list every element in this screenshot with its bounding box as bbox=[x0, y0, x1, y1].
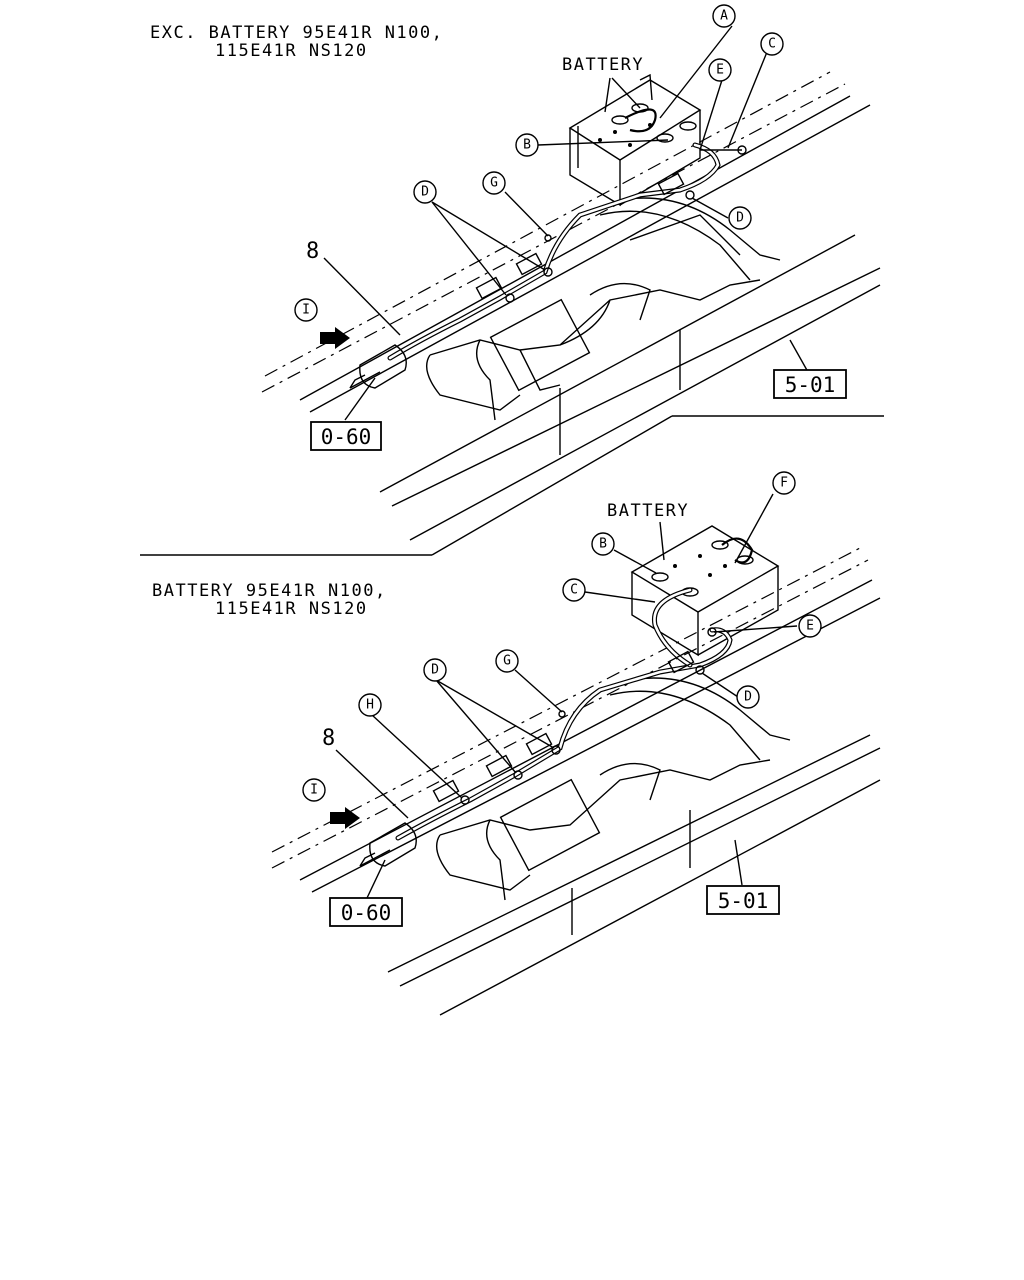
top-caption-line2: 115E41R NS120 bbox=[215, 41, 368, 61]
svg-text:D: D bbox=[744, 690, 752, 705]
bottom-callout-D-right: D bbox=[736, 685, 760, 709]
svg-text:H: H bbox=[366, 698, 374, 713]
svg-text:I: I bbox=[302, 303, 310, 318]
svg-text:B: B bbox=[599, 537, 607, 552]
top-callout-E: E bbox=[708, 58, 732, 82]
bottom-callout-D-left: D bbox=[423, 658, 447, 682]
bottom-starter bbox=[330, 807, 417, 867]
top-fuel-tank bbox=[426, 197, 781, 421]
svg-text:B: B bbox=[523, 138, 531, 153]
svg-text:I: I bbox=[310, 783, 318, 798]
svg-text:C: C bbox=[570, 583, 578, 598]
top-ref-frame-box[interactable]: 5-01 bbox=[773, 369, 847, 399]
top-battery: BATTERY bbox=[562, 55, 702, 207]
top-ref-starter-box[interactable]: 0-60 bbox=[310, 421, 382, 451]
svg-text:D: D bbox=[421, 185, 429, 200]
svg-text:F: F bbox=[780, 476, 788, 491]
bottom-battery-label: BATTERY bbox=[607, 501, 689, 521]
svg-text:E: E bbox=[806, 619, 814, 634]
svg-text:A: A bbox=[720, 9, 728, 24]
top-callout-C: C bbox=[760, 32, 784, 56]
top-starter bbox=[320, 327, 407, 389]
bottom-callout-E: E bbox=[798, 614, 822, 638]
bottom-leaders bbox=[335, 493, 798, 899]
bottom-ref-frame-box[interactable]: 5-01 bbox=[706, 885, 780, 915]
bottom-ref-starter-box[interactable]: 0-60 bbox=[329, 897, 403, 927]
bottom-callout-C: C bbox=[562, 578, 586, 602]
bottom-caption-line2: 115E41R NS120 bbox=[215, 599, 368, 619]
top-callout-B: B bbox=[515, 133, 539, 157]
top-callout-A: A bbox=[712, 4, 736, 28]
top-view: EXC. BATTERY 95E41R N100, 115E41R NS120 bbox=[140, 4, 884, 556]
top-ref-starter: 0-60 bbox=[321, 425, 372, 449]
bottom-callout-H: H bbox=[358, 693, 382, 717]
bottom-caption-line1: BATTERY 95E41R N100, bbox=[152, 581, 387, 601]
svg-text:D: D bbox=[736, 211, 744, 226]
top-cable-harness bbox=[387, 142, 747, 361]
top-leaders bbox=[323, 25, 809, 421]
top-callout-D-right: D bbox=[728, 206, 752, 230]
top-callout-I: I bbox=[294, 298, 318, 322]
bottom-cable-harness bbox=[395, 587, 733, 841]
bottom-callout-F: F bbox=[772, 471, 796, 495]
bottom-ref-starter: 0-60 bbox=[341, 901, 392, 925]
top-battery-label: BATTERY bbox=[562, 55, 644, 75]
bottom-direction-arrow-icon bbox=[330, 807, 360, 829]
bottom-callout-I: I bbox=[302, 778, 326, 802]
bottom-callout-B: B bbox=[591, 532, 615, 556]
bottom-callout-G: G bbox=[495, 649, 519, 673]
bottom-view: BATTERY 95E41R N100, 115E41R NS120 bbox=[152, 471, 881, 1016]
top-frame-rails bbox=[140, 71, 884, 556]
bottom-frame-rails bbox=[271, 547, 881, 1016]
svg-text:D: D bbox=[431, 663, 439, 678]
top-callout-D-left: D bbox=[413, 180, 437, 204]
svg-text:E: E bbox=[716, 63, 724, 78]
svg-text:C: C bbox=[768, 37, 776, 52]
bottom-ref-frame: 5-01 bbox=[718, 889, 769, 913]
top-ref-frame: 5-01 bbox=[785, 373, 836, 397]
svg-text:G: G bbox=[503, 654, 511, 669]
top-direction-arrow-icon bbox=[320, 327, 350, 349]
top-callout-G: G bbox=[482, 171, 506, 195]
bottom-battery: BATTERY bbox=[607, 501, 780, 657]
bottom-part-number: 8 bbox=[322, 726, 335, 751]
top-caption-line1: EXC. BATTERY 95E41R N100, bbox=[150, 23, 443, 43]
svg-text:G: G bbox=[490, 176, 498, 191]
top-part-number: 8 bbox=[306, 239, 319, 264]
